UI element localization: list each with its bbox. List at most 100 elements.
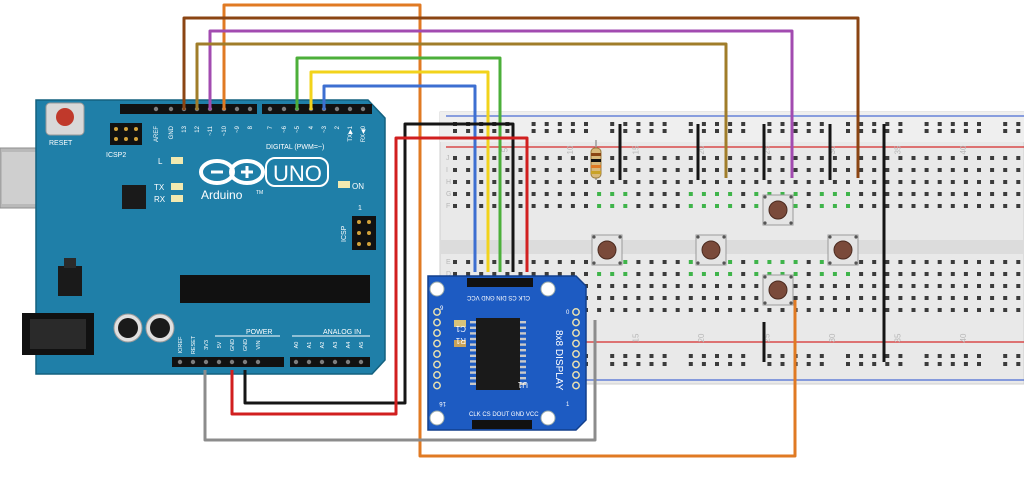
breadboard-hole xyxy=(623,168,628,172)
matrix-pin-right xyxy=(572,350,580,358)
breadboard-hole xyxy=(950,180,955,184)
breadboard-hole xyxy=(544,204,549,208)
breadboard-hole xyxy=(570,129,575,133)
breadboard-hole xyxy=(636,308,641,312)
breadboard-hole xyxy=(754,192,759,196)
breadboard-hole xyxy=(963,362,968,366)
breadboard-hole xyxy=(597,180,602,184)
breadboard-hole xyxy=(557,156,562,160)
breadboard-hole xyxy=(885,308,890,312)
breadboard-hole xyxy=(977,192,981,196)
breadboard-hole xyxy=(859,129,864,133)
display-pin9-label: 9 xyxy=(440,306,444,312)
breadboard-hole xyxy=(570,168,575,172)
push-button-leg xyxy=(696,261,700,265)
breadboard-hole xyxy=(597,284,602,288)
breadboard-hole xyxy=(885,284,890,288)
push-button-leg xyxy=(828,261,832,265)
chip-leg xyxy=(470,349,476,352)
breadboard-hole xyxy=(544,156,549,160)
breadboard-hole xyxy=(1003,362,1008,366)
chip-leg xyxy=(520,360,526,363)
breadboard-hole xyxy=(1016,204,1021,208)
breadboard-hole xyxy=(1003,122,1008,126)
breadboard-hole xyxy=(924,296,929,300)
breadboard-column-number: 20 xyxy=(697,333,706,342)
chip-leg xyxy=(470,337,476,341)
breadboard-hole xyxy=(819,354,824,358)
display-resistor xyxy=(454,320,466,327)
breadboard-hole xyxy=(649,308,654,312)
push-button-leg xyxy=(592,261,596,265)
display-capacitor xyxy=(454,340,466,347)
header-pin xyxy=(190,359,196,365)
breadboard-hole xyxy=(846,296,850,300)
breadboard-hole xyxy=(728,204,733,208)
chip-leg xyxy=(470,354,476,357)
breadboard-hole xyxy=(662,260,667,264)
breadboard-hole xyxy=(479,204,484,208)
breadboard-hole xyxy=(1016,296,1021,300)
breadboard-hole xyxy=(846,362,850,366)
display-pin0-label: 0 xyxy=(566,310,570,316)
breadboard-hole xyxy=(754,296,759,300)
breadboard-hole xyxy=(741,180,746,184)
breadboard-hole xyxy=(937,260,942,264)
breadboard-hole xyxy=(649,354,654,358)
breadboard-hole xyxy=(649,192,654,196)
breadboard-hole xyxy=(977,156,981,160)
breadboard-hole xyxy=(597,204,602,208)
breadboard-hole xyxy=(754,272,759,276)
breadboard-hole xyxy=(570,122,575,126)
breadboard-hole xyxy=(885,362,890,366)
breadboard-hole xyxy=(1016,168,1021,172)
breadboard-hole xyxy=(937,354,942,358)
breadboard-hole xyxy=(610,296,615,300)
breadboard-hole xyxy=(780,156,785,160)
breadboard-top-rail xyxy=(440,112,1024,142)
breadboard-hole xyxy=(636,272,641,276)
mount-hole-br xyxy=(540,410,556,426)
breadboard-hole xyxy=(649,260,654,264)
breadboard-hole xyxy=(636,260,641,264)
breadboard-hole xyxy=(584,156,588,160)
breadboard-hole xyxy=(701,156,706,160)
breadboard-hole xyxy=(479,168,484,172)
breadboard-hole xyxy=(937,180,942,184)
breadboard-hole xyxy=(1003,156,1008,160)
breadboard-hole xyxy=(898,284,903,288)
power-label: POWER xyxy=(246,329,272,336)
breadboard-hole xyxy=(505,180,510,184)
chip-leg xyxy=(520,349,526,352)
breadboard-hole xyxy=(649,180,654,184)
digital-pin-label: 4 xyxy=(309,125,315,129)
led-l-label: L xyxy=(158,157,163,166)
arduino-brand-label: Arduino xyxy=(201,188,243,202)
breadboard-hole xyxy=(466,260,471,264)
breadboard-hole xyxy=(610,308,615,312)
digital-header-right xyxy=(262,104,372,114)
breadboard-hole xyxy=(793,180,798,184)
breadboard-hole xyxy=(518,260,523,264)
digital-pin-label: RX◀0 xyxy=(361,125,367,142)
breadboard-hole xyxy=(701,204,706,208)
breadboard-hole xyxy=(963,168,968,172)
breadboard-hole xyxy=(950,284,955,288)
matrix-pin-right xyxy=(572,339,580,348)
breadboard-hole xyxy=(780,260,785,264)
breadboard-hole xyxy=(885,192,890,196)
breadboard-hole xyxy=(846,180,850,184)
display-u1-label: U1 xyxy=(517,380,528,389)
breadboard-hole xyxy=(557,180,562,184)
breadboard-hole xyxy=(688,180,693,184)
breadboard-hole xyxy=(846,192,850,196)
breadboard-hole xyxy=(780,129,785,133)
breadboard-hole xyxy=(623,192,628,196)
breadboard-hole xyxy=(819,296,824,300)
display-pin1-label: 1 xyxy=(566,402,570,408)
breadboard-hole xyxy=(937,129,942,133)
push-button[interactable] xyxy=(762,194,794,226)
breadboard-hole xyxy=(662,156,667,160)
breadboard-hole xyxy=(636,296,641,300)
breadboard-hole xyxy=(688,284,693,288)
